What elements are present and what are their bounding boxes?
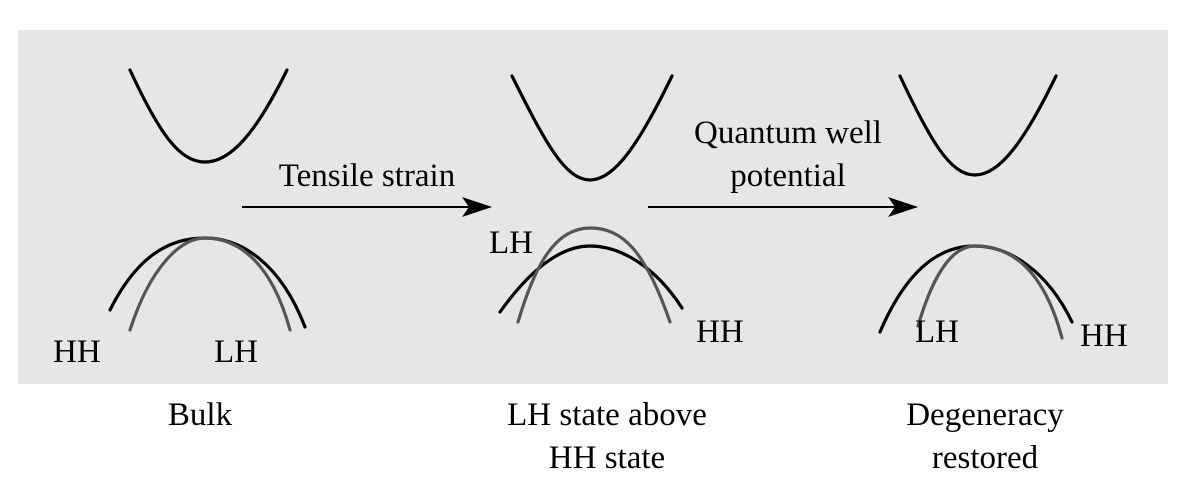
lh-band [916, 244, 1064, 340]
lh-band [516, 226, 672, 324]
hh-label: HH [53, 334, 101, 370]
panel-lh-above-hh: LH HH [489, 74, 744, 350]
hh-label: HH [1080, 318, 1128, 354]
lh-label: LH [489, 225, 533, 261]
conduction-band [898, 74, 1058, 177]
caption-bulk: Bulk [168, 397, 233, 433]
lh-label: LH [915, 314, 959, 350]
panel-bulk: HH LH [53, 68, 307, 370]
caption-lh-above-hh-line1: LH state above [507, 397, 707, 433]
arrow-tensile-strain: Tensile strain [242, 158, 492, 217]
caption-degeneracy-line1: Degeneracy [906, 397, 1064, 433]
arrow-label-line: Tensile strain [279, 158, 455, 194]
panel-degeneracy-restored: LH HH [878, 74, 1128, 354]
conduction-band [510, 74, 674, 182]
conduction-band [128, 68, 289, 164]
arrow-quantum-well-potential: Quantum well potential [648, 115, 918, 217]
arrow-label-line: potential [730, 158, 845, 194]
panel-background [18, 30, 1168, 384]
hh-label: HH [696, 314, 744, 350]
caption-lh-above-hh-line2: HH state [549, 440, 665, 476]
caption-degeneracy-line2: restored [932, 440, 1039, 476]
lh-band [128, 236, 292, 332]
captions: Bulk LH state above HH state Degeneracy … [168, 397, 1064, 476]
arrow-label-line: Quantum well [694, 115, 882, 151]
lh-label: LH [214, 334, 258, 370]
hh-band [498, 244, 684, 314]
